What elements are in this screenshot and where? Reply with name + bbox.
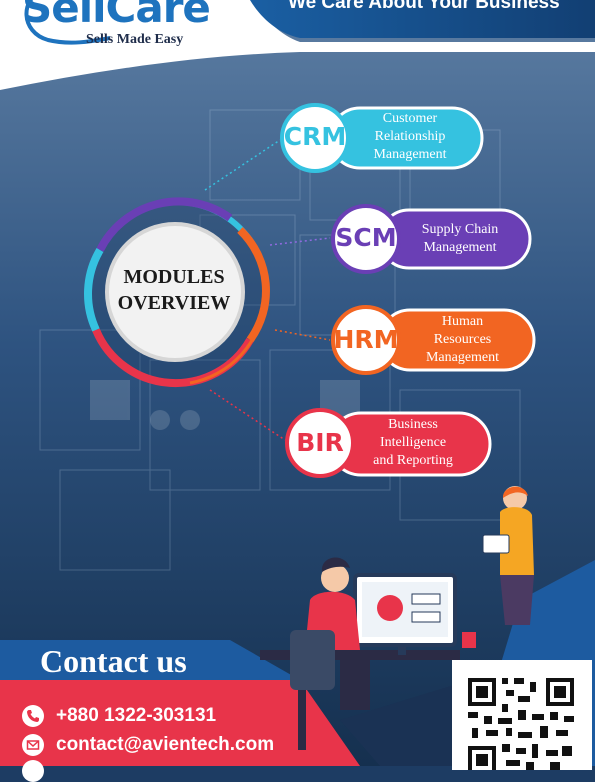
bir-label: Business Intelligence and Reporting: [358, 416, 468, 470]
hrm-abbr: HRM: [333, 325, 399, 354]
connector-bir: [209, 389, 286, 441]
crm-badge: [280, 103, 350, 173]
scm-label-line: Supply Chain: [421, 222, 499, 237]
scm-badge: [331, 204, 401, 274]
crm-abbr: CRM: [283, 122, 347, 151]
logo-tagline: Sells Made Easy: [86, 32, 184, 47]
illustration-woman-with-tablet: [482, 486, 534, 625]
module-scm: [331, 204, 532, 274]
module-hrm: [331, 305, 536, 375]
contact-title: Contact us: [40, 643, 187, 679]
scm-label-line: Management: [423, 240, 497, 255]
contact-email-row: contact@avientech.com: [22, 734, 274, 756]
bir-label-line: and Reporting: [373, 453, 453, 468]
contact-phone[interactable]: +880 1322-303131: [56, 705, 217, 726]
contact-web-row: [22, 760, 44, 782]
connector-scm: [269, 237, 331, 246]
qr-code[interactable]: [452, 660, 592, 770]
phone-icon: [22, 705, 44, 727]
ring-arc-thin: [189, 299, 267, 385]
contact-phone-row: +880 1322-303131: [22, 705, 216, 727]
modules-title-line1: MODULES: [123, 266, 225, 288]
crm-label-line: Customer: [382, 111, 438, 126]
modules-ring-inner: [105, 222, 245, 362]
logo-text: SellCare: [22, 0, 211, 32]
email-icon: [22, 734, 44, 756]
module-bir: [285, 408, 492, 478]
bir-abbr: BIR: [296, 428, 344, 457]
bir-label-line: Business: [388, 417, 438, 432]
hrm-label: Human Resources Management: [405, 313, 520, 367]
ring-arc-cyan-left: [84, 247, 104, 332]
bir-label-line: Intelligence: [379, 435, 447, 450]
module-crm: [280, 103, 484, 173]
hrm-label-line: Management: [425, 350, 500, 365]
crm-label-line: Relationship: [374, 129, 446, 144]
hrm-label-line: Resources: [433, 332, 492, 347]
modules-title-line2: OVERVIEW: [117, 292, 231, 314]
connector-hrm: [274, 329, 331, 341]
hrm-badge: [331, 305, 401, 375]
modules-overview-title: MODULES OVERVIEW: [104, 264, 244, 316]
ring-arc-purple: [96, 197, 233, 252]
crm-label: Customer Relationship Management: [355, 110, 465, 164]
scm-abbr: SCM: [335, 223, 397, 252]
contact-email[interactable]: contact@avientech.com: [56, 734, 275, 755]
logo-swoosh: [24, 0, 111, 45]
qr-code-graphic: [468, 678, 574, 770]
modules-diagram: [84, 103, 536, 750]
header-slogan: We Care About Your Business: [288, 0, 560, 13]
bir-badge: [285, 408, 355, 478]
scm-label: Supply Chain Management: [405, 221, 515, 257]
hrm-label-line: Human: [441, 314, 484, 329]
illustration-man-at-desk: [260, 557, 460, 750]
connector-crm: [204, 139, 281, 191]
web-icon: [22, 760, 44, 782]
crm-label-line: Management: [373, 147, 447, 162]
